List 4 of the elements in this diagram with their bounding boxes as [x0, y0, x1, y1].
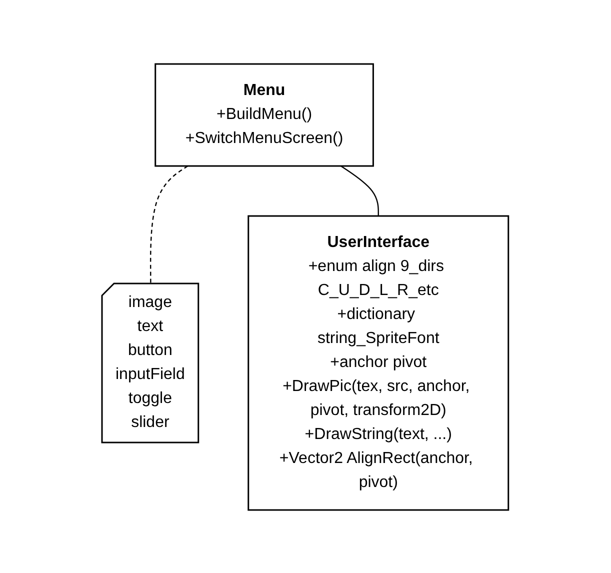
node-box: UserInterface +enum align 9_dirs C_U_D_L_R_etc +dictionary string_SpriteFont +anchor pivot +DrawPic(tex, src, anchor, pivot, transform2D) +DrawString(text, ...) +Vector2 AlignRect(anchor, pivot) — [248, 214, 510, 510]
connector — [150, 165, 188, 284]
connector — [340, 165, 380, 216]
node-box: Menu +BuildMenu() +SwitchMenuScreen() — [154, 62, 374, 166]
